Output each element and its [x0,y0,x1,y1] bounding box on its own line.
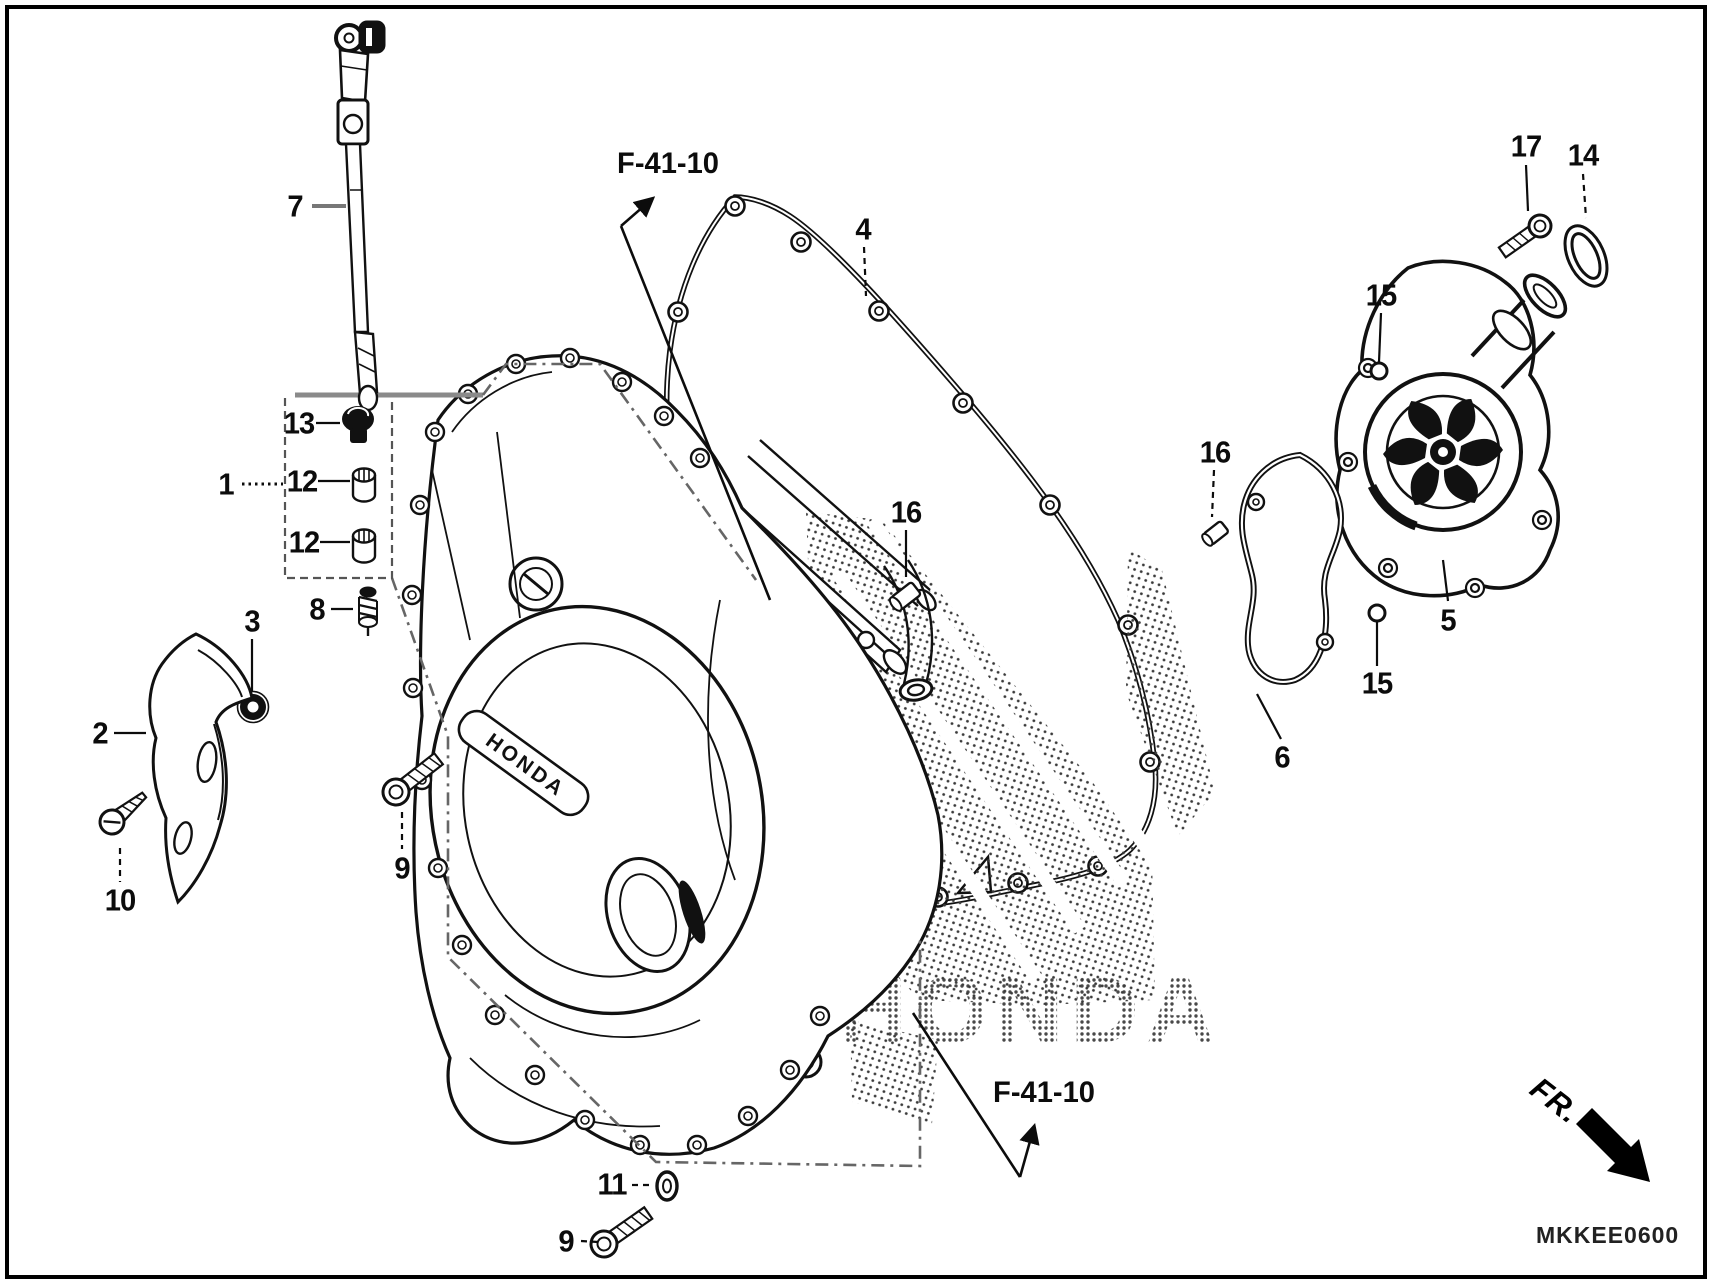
guard-plate-group [98,632,445,905]
part-number-label-13: 13 [283,405,315,441]
part-number-label-12: 12 [288,524,320,560]
dipstick-drawing [334,20,386,412]
pump-gasket-drawing [1238,451,1344,685]
part-number-label-14: 14 [1567,137,1599,173]
bottom-fasteners [589,1170,679,1259]
part-number-label-8: 8 [309,591,325,627]
diagram-part-code: MKKEE0600 [1536,1222,1680,1248]
part-number-label-5: 5 [1440,602,1456,638]
part-number-label-9: 9 [394,850,410,886]
pump-small-parts [888,213,1609,623]
ref-code-label-0: F-41-10 [617,147,719,180]
part-number-label-2: 2 [92,715,108,751]
part-number-label-10: 10 [104,882,136,918]
part-number-label-4: 4 [855,211,871,247]
part-number-label-11: 11 [597,1166,628,1202]
part-number-label-15: 15 [1365,277,1397,313]
part-number-label-16: 16 [890,494,922,530]
ref-arrows [619,196,1040,1178]
part-number-label-9: 9 [558,1223,574,1259]
leader-lines [114,164,1588,1244]
part-number-label-1: 1 [218,466,234,502]
part-number-label-17: 17 [1510,128,1542,164]
part-number-label-12: 12 [286,463,318,499]
clutch-cover-drawing: HONDA [401,347,944,1156]
ref-code-label-1: F-41-10 [993,1076,1095,1109]
part-number-label-6: 6 [1274,739,1290,775]
seal-and-caps-drawing [342,406,378,636]
part-number-label-3: 3 [244,603,260,639]
part-number-label-15: 15 [1361,665,1393,701]
fr-direction-arrow [1576,1108,1650,1182]
part-number-label-7: 7 [287,188,303,224]
part-number-label-16: 16 [1199,434,1231,470]
water-pump-drawing [1334,259,1568,599]
construction-lines [283,362,922,1168]
